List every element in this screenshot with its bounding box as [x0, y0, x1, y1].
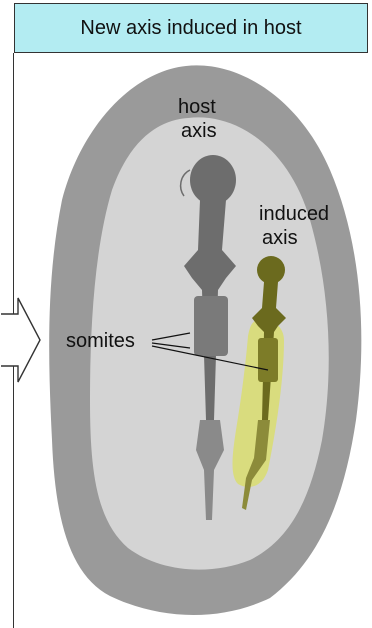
host-axis-label-line1: host [178, 96, 216, 118]
arrow-icon [1, 298, 40, 382]
induced-axis-label-line1: induced [259, 203, 329, 225]
host-axis-label-line2: axis [181, 120, 217, 142]
host-axis-somites [194, 296, 228, 356]
somites-label: somites [66, 330, 135, 352]
induced-axis-label-line2: axis [262, 227, 298, 249]
induced-axis-somites [258, 338, 278, 382]
induced-axis-head [257, 256, 285, 284]
host-axis-head [190, 155, 236, 205]
